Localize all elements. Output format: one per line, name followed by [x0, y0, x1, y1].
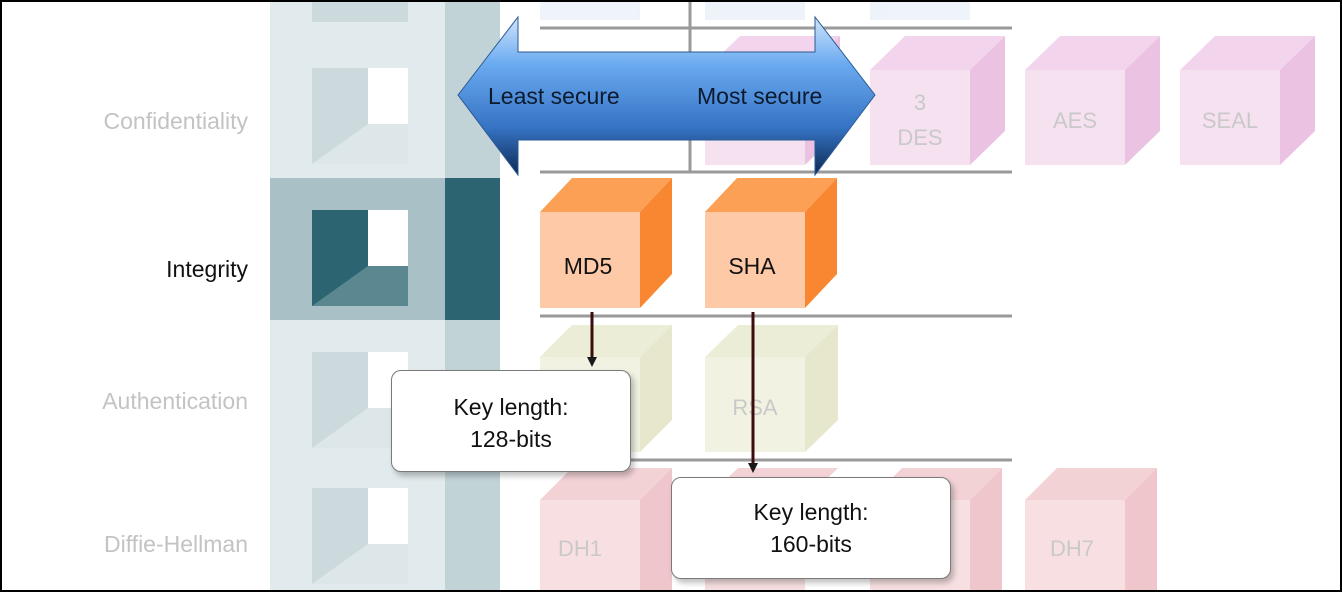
cube-dh1: DH1 [540, 468, 672, 592]
md5-key-length-callout: Key length: 128-bits [391, 370, 631, 472]
row-box-confidentiality [312, 68, 408, 164]
sha-callout-line1: Key length: [753, 499, 869, 525]
cube-aes: AES [1025, 36, 1160, 165]
security-arrow [457, 15, 876, 177]
cube-dh7-label: DH7 [1050, 536, 1094, 561]
cube-rsa: RSA [705, 325, 838, 452]
cube-dh1-label: DH1 [558, 536, 602, 561]
integrity-band-dark [445, 178, 500, 320]
row-label-integrity: Integrity [166, 256, 248, 282]
cube-sha-label: SHA [728, 253, 776, 279]
cube-dh7: DH7 [1025, 468, 1157, 592]
row-box-integrity [312, 210, 408, 306]
row-label-confidentiality: Confidentiality [103, 108, 248, 134]
row-box-top [312, 0, 408, 22]
row-label-diffie-hellman: Diffie-Hellman [103, 531, 248, 557]
cube-md5-label: MD5 [564, 253, 613, 279]
sha-key-length-callout: Key length: 160-bits [671, 477, 951, 579]
cube-sha: SHA [705, 178, 837, 308]
md5-callout-line2: 128-bits [470, 426, 552, 452]
cube-seal-label: SEAL [1202, 108, 1258, 133]
row-label-authentication: Authentication [102, 388, 248, 414]
cube-aes-label: AES [1053, 108, 1097, 133]
cube-3des-line1: 3 [914, 90, 926, 115]
sha-callout-line2: 160-bits [770, 531, 852, 557]
cube-3des-line2: DES [897, 125, 942, 150]
cube-3des: 3 DES [870, 36, 1005, 165]
cube-rsa-label: RSA [732, 395, 778, 420]
row-box-diffie-hellman [312, 488, 408, 584]
cube-seal: SEAL [1180, 36, 1315, 165]
cube-md5: MD5 [540, 178, 672, 308]
top-faded-cubes [540, 0, 970, 20]
most-secure-label: Most secure [697, 83, 823, 109]
least-secure-label: Least secure [488, 83, 620, 109]
md5-callout-line1: Key length: [453, 394, 569, 420]
